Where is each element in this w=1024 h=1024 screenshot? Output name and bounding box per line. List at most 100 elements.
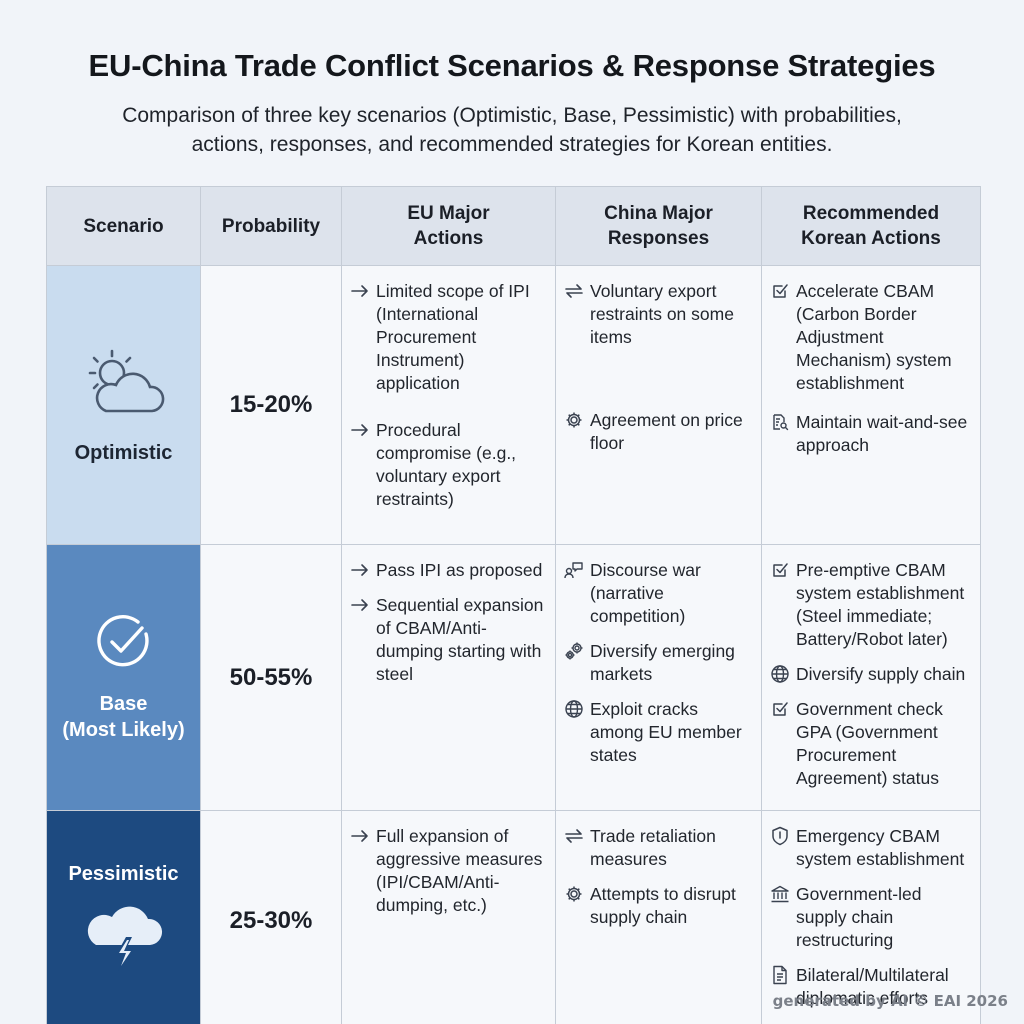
item-text: Exploit cracks among EU member states (590, 699, 742, 765)
speech-person-icon (562, 559, 586, 581)
header-line: China Major (604, 203, 713, 224)
probability-cell: 25-30% (200, 810, 342, 1024)
header-korean-actions: Recommended Korean Actions (761, 186, 981, 266)
check-circle-icon (94, 612, 154, 677)
header-eu-actions: EU Major Actions (341, 186, 556, 266)
item-text: Attempts to disrupt supply chain (590, 884, 736, 927)
header-china-responses: China Major Responses (555, 186, 762, 266)
eu-actions-cell: Full expansion of aggressive measures (I… (341, 810, 556, 1024)
item-text: Diversify emerging markets (590, 641, 735, 684)
list-item: Exploit cracks among EU member states (562, 698, 755, 767)
scenario-label: Pessimistic (68, 863, 179, 885)
list-item: Accelerate CBAM (Carbon Border Adjustmen… (768, 280, 974, 395)
document-search-icon (768, 411, 792, 433)
list-item: Diversify supply chain (768, 663, 974, 686)
item-text: Limited scope of IPI (International Proc… (376, 281, 530, 393)
eu-actions-cell: Limited scope of IPI (International Proc… (341, 265, 556, 545)
list-item: Government check GPA (Government Procure… (768, 698, 974, 790)
swap-arrows-icon (562, 825, 586, 847)
checkbox-icon (768, 698, 792, 720)
arrow-right-icon (348, 559, 372, 581)
item-text: Bilateral/Multilateral diplomatic effort… (796, 965, 949, 1008)
eu-actions-cell: Pass IPI as proposed Sequential expansio… (341, 544, 556, 811)
page-title: EU-China Trade Conflict Scenarios & Resp… (88, 48, 936, 83)
table-header-row: Scenario Probability EU Major Actions Ch… (46, 186, 981, 266)
item-text: Trade retaliation measures (590, 826, 716, 869)
scenario-cell-pessimistic: Pessimistic (46, 810, 201, 1024)
list-item: Agreement on price floor (562, 409, 755, 455)
list-item: Pass IPI as proposed (348, 559, 549, 582)
table-row: Base (Most Likely) 50-55% Pass IPI as pr… (46, 544, 981, 811)
swap-arrows-icon (562, 280, 586, 302)
arrow-right-icon (348, 825, 372, 847)
footer-credit: generated by AI © EAI 2026 (772, 992, 1008, 1010)
globe-icon (562, 698, 586, 720)
sun-cloud-icon (76, 345, 172, 430)
scenario-label: Base (99, 693, 148, 715)
scenario-label: Optimistic (74, 441, 173, 464)
header-probability: Probability (200, 186, 342, 266)
scenario-label: (Most Likely) (62, 719, 185, 741)
item-text: Full expansion of aggressive measures (I… (376, 826, 543, 915)
item-text: Government check GPA (Government Procure… (796, 699, 943, 788)
item-text: Diversify supply chain (796, 664, 966, 684)
gear-icon (562, 883, 586, 905)
list-item: Discourse war (narrative competition) (562, 559, 755, 628)
page-subtitle: Comparison of three key scenarios (Optim… (40, 101, 984, 159)
item-text: Sequential expansion of CBAM/Anti-dumpin… (376, 595, 544, 684)
arrow-right-icon (348, 419, 372, 441)
checkbox-icon (768, 280, 792, 302)
arrow-right-icon (348, 280, 372, 302)
table-row: Optimistic 15-20% Limited scope of IPI (… (46, 265, 981, 545)
korean-actions-cell: Emergency CBAM system establishment Gove… (761, 810, 981, 1024)
list-item: Pre-emptive CBAM system establishment (S… (768, 559, 974, 651)
china-responses-cell: Trade retaliation measures Attempts to d… (555, 810, 762, 1024)
scenario-table: Scenario Probability EU Major Actions Ch… (46, 186, 981, 1024)
header-scenario: Scenario (46, 186, 201, 266)
header-line: Actions (413, 228, 484, 249)
item-text: Maintain wait-and-see approach (796, 412, 968, 455)
probability-cell: 50-55% (200, 544, 342, 811)
list-item: Government-led supply chain restructurin… (768, 883, 974, 952)
checkbox-icon (768, 559, 792, 581)
item-text: Voluntary export restraints on some item… (590, 281, 734, 347)
list-item: Full expansion of aggressive measures (I… (348, 825, 549, 917)
gear-icon (562, 409, 586, 431)
list-item: Diversify emerging markets (562, 640, 755, 686)
item-text: Pre-emptive CBAM system establishment (S… (796, 560, 965, 649)
korean-actions-cell: Pre-emptive CBAM system establishment (S… (761, 544, 981, 811)
document-icon (768, 964, 792, 986)
scenario-cell-base: Base (Most Likely) (46, 544, 201, 811)
china-responses-cell: Voluntary export restraints on some item… (555, 265, 762, 545)
header-line: Recommended (802, 203, 940, 224)
gears-icon (562, 640, 586, 662)
table-row: Pessimistic 25-30% F (46, 810, 981, 1024)
list-item: Sequential expansion of CBAM/Anti-dumpin… (348, 594, 549, 686)
item-text: Emergency CBAM system establishment (796, 826, 965, 869)
item-text: Agreement on price floor (590, 410, 743, 453)
subtitle-line: Comparison of three key scenarios (Optim… (122, 104, 902, 127)
storm-cloud-icon (82, 899, 166, 980)
list-item: Maintain wait-and-see approach (768, 411, 974, 457)
korean-actions-cell: Accelerate CBAM (Carbon Border Adjustmen… (761, 265, 981, 545)
item-text: Pass IPI as proposed (376, 560, 543, 580)
government-building-icon (768, 883, 792, 905)
list-item: Procedural compromise (e.g., voluntary e… (348, 419, 549, 511)
china-responses-cell: Discourse war (narrative competition) Di… (555, 544, 762, 811)
header-line: Korean Actions (801, 228, 941, 249)
header-line: Responses (607, 228, 710, 249)
scenario-cell-optimistic: Optimistic (46, 265, 201, 545)
list-item: Attempts to disrupt supply chain (562, 883, 755, 929)
header-line: EU Major (407, 203, 490, 224)
subtitle-line: actions, responses, and recommended stra… (191, 133, 833, 156)
probability-cell: 15-20% (200, 265, 342, 545)
arrow-right-icon (348, 594, 372, 616)
list-item: Trade retaliation measures (562, 825, 755, 871)
item-text: Procedural compromise (e.g., voluntary e… (376, 420, 517, 509)
list-item: Limited scope of IPI (International Proc… (348, 280, 549, 395)
list-item: Emergency CBAM system establishment (768, 825, 974, 871)
list-item: Voluntary export restraints on some item… (562, 280, 755, 349)
shield-icon (768, 825, 792, 847)
item-text: Discourse war (narrative competition) (590, 560, 701, 626)
